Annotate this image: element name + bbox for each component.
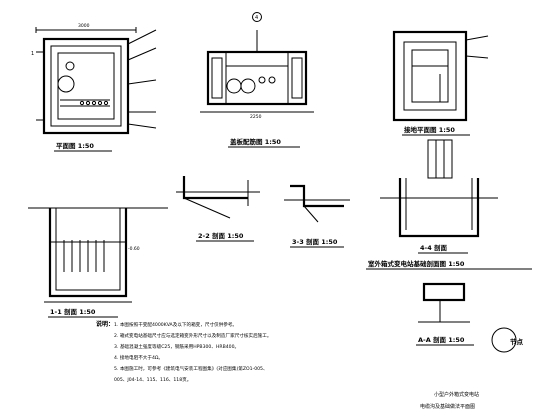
section-22-caption: 2-2 剖面 1:50 xyxy=(198,231,244,240)
node-ref-mark: 4 xyxy=(255,15,258,21)
grounding-plan: 接地平面图 1:50 xyxy=(392,30,489,136)
section-33-caption: 3-3 剖面 1:50 xyxy=(292,237,338,246)
notes-line-2: 2. 箱式变电站基础尺寸应与选定箱变外形尺寸以及制造厂家尺寸核实后施工。 xyxy=(114,332,271,339)
title-block: 小型户外箱式变电站 电缆沟及基础做法平面图 xyxy=(420,391,479,410)
notes-line-5: 5. 本图施工时，可参考《建筑电气安装工程图集》(对应图集)第ZO1-005、 xyxy=(114,365,268,372)
section-2-2: 2-2 剖面 1:50 xyxy=(176,176,260,242)
notes-heading: 说明： xyxy=(96,320,114,328)
cabinet-title: 室外箱式变电站基础剖面图 1:50 xyxy=(368,259,465,268)
section-3-3: 3-3 剖面 1:50 xyxy=(284,184,350,248)
title-block-line-2: 电缆沟及基础做法平面图 xyxy=(420,403,475,410)
section-AA-caption: A-A 剖面 1:50 xyxy=(418,335,465,344)
cover-plan-caption: 盖板配筋图 1:50 xyxy=(230,137,281,146)
dim-3000: 3000 xyxy=(78,23,90,29)
section-1-1: -0.60 1-1 剖面 1:50 xyxy=(28,207,168,318)
section-4-4: 4-4 剖面 室外箱式变电站基础剖面图 1:50 xyxy=(366,139,532,270)
dim-n06: -0.60 xyxy=(128,246,140,252)
notes-line-3: 3. 基础混凝土强度等级C25，钢筋采用HPB300、HRB400。 xyxy=(114,343,239,350)
plan-caption: 平面图 1:50 xyxy=(56,141,94,150)
node-detail: 节点 xyxy=(491,327,524,353)
section-44-caption: 4-4 剖面 xyxy=(420,243,448,252)
cable-holes xyxy=(79,100,109,106)
node-label: 节点 xyxy=(510,337,524,346)
cover-plate-plan: 4 2250 盖板配筋图 1:50 xyxy=(200,12,314,148)
notes-line-6: 005、J04-14、115、116、118页。 xyxy=(114,377,191,383)
section-mark-1: 1 xyxy=(31,51,34,57)
plan-view: 3000 1 平面图 1:50 xyxy=(31,23,157,152)
section-A-A: A-A 剖面 1:50 xyxy=(416,282,474,346)
notes-line-1: 1. 本图按照干变配4000KVA及以下的箱变，尺寸仅供参考。 xyxy=(114,321,237,328)
notes-line-4: 4. 接地电阻不大于4Ω。 xyxy=(114,354,163,361)
section-11-caption: 1-1 剖面 1:50 xyxy=(50,307,96,316)
title-block-line-1: 小型户外箱式变电站 xyxy=(434,391,479,398)
dim-2250: 2250 xyxy=(250,114,262,120)
notes: 说明： 1. 本图按照干变配4000KVA及以下的箱变，尺寸仅供参考。 2. 箱… xyxy=(96,320,271,383)
grounding-plan-caption: 接地平面图 1:50 xyxy=(404,125,455,134)
